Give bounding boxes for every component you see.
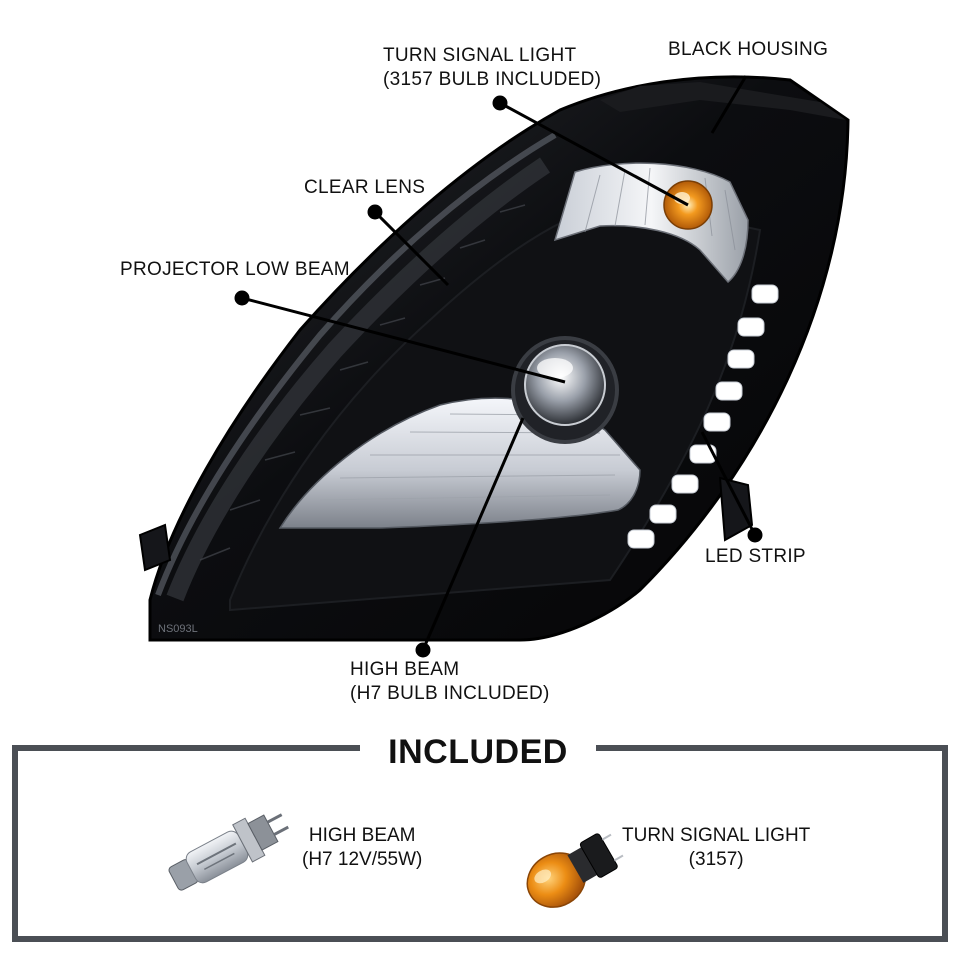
included-item-high-beam-line1: HIGH BEAM xyxy=(308,825,416,846)
included-item-turn-signal: TURN SIGNAL LIGHT (3157) xyxy=(622,824,810,872)
included-title: INCLUDED xyxy=(360,730,596,774)
callout-black-housing: BLACK HOUSING xyxy=(668,39,829,60)
included-item-high-beam-line2: (H7 12V/55W) xyxy=(302,849,423,870)
included-item-high-beam: HIGH BEAM (H7 12V/55W) xyxy=(302,824,422,872)
included-box xyxy=(12,751,948,942)
headlight-image: NS093L xyxy=(138,75,850,658)
callout-clear-lens: CLEAR LENS xyxy=(304,177,426,198)
included-top-border-right xyxy=(594,745,948,751)
included-item-turn-signal-line1: TURN SIGNAL LIGHT xyxy=(622,825,811,846)
h7-bulb-icon xyxy=(168,813,289,891)
callout-turn-signal-line1: TURN SIGNAL LIGHT xyxy=(383,45,577,66)
headlight-diagram: NS093L TURN SIGNAL LIGHT (3157 BULB INCL… xyxy=(120,39,850,706)
callout-led-strip: LED STRIP xyxy=(705,546,806,567)
part-number: NS093L xyxy=(158,623,198,635)
included-top-border-left xyxy=(12,745,364,751)
callout-high-beam-line2: (H7 BULB INCLUDED) xyxy=(350,683,550,704)
callout-high-beam-line1: HIGH BEAM xyxy=(350,659,460,680)
callout-projector-low-beam: PROJECTOR LOW BEAM xyxy=(120,259,350,280)
3157-amber-bulb-icon xyxy=(526,833,624,908)
callout-turn-signal-line2: (3157 BULB INCLUDED) xyxy=(383,69,602,90)
included-item-turn-signal-line2: (3157) xyxy=(688,849,744,870)
callout-high-beam: HIGH BEAM (H7 BULB INCLUDED) xyxy=(350,658,550,706)
callout-turn-signal: TURN SIGNAL LIGHT (3157 BULB INCLUDED) xyxy=(383,44,601,92)
